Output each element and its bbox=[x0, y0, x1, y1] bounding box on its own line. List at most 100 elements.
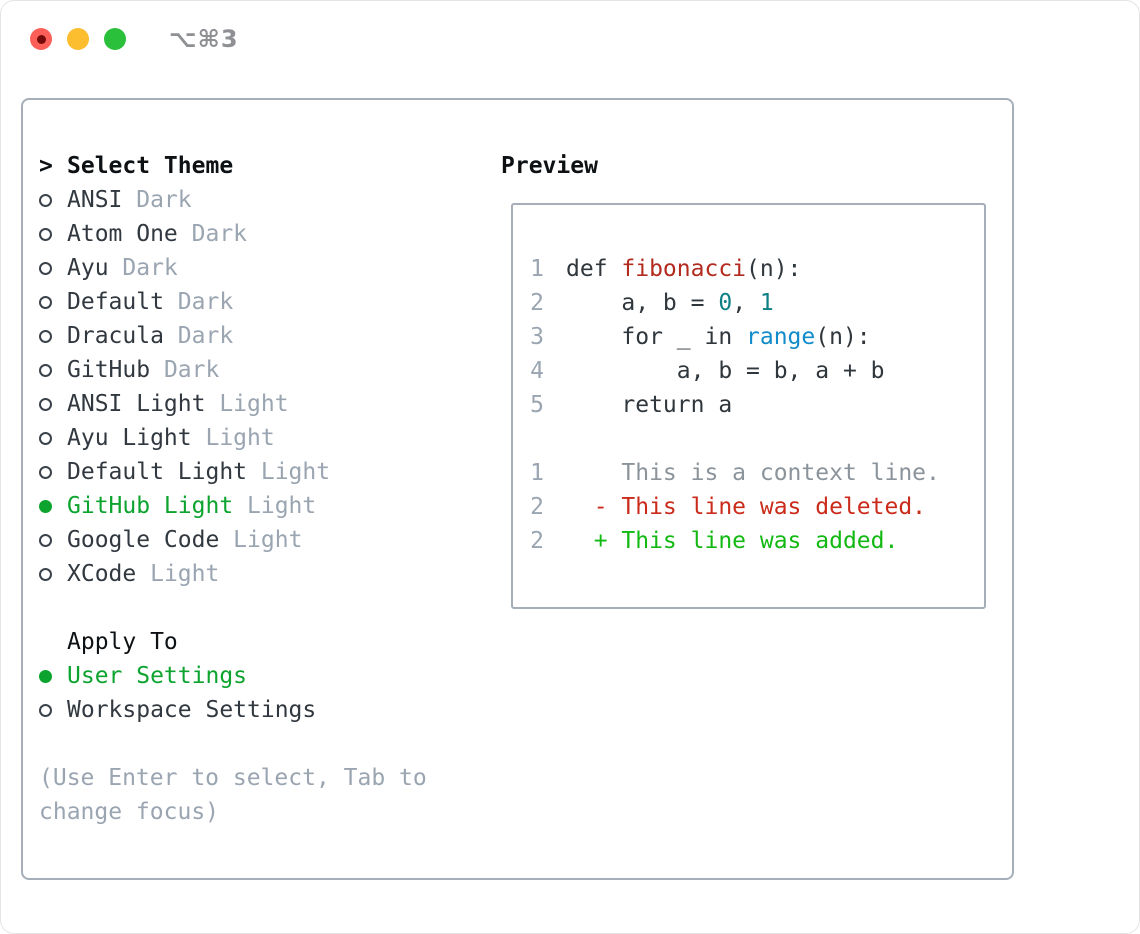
theme-variant: Light bbox=[205, 391, 289, 417]
theme-name: Atom One Dark bbox=[67, 221, 248, 247]
diff-text: + This line was added. bbox=[566, 528, 899, 554]
theme-variant: Dark bbox=[177, 221, 248, 247]
code-line: 3 for _ in range(n): bbox=[513, 320, 984, 354]
preview-title: Preview bbox=[501, 153, 598, 179]
radio-unselected-icon bbox=[39, 567, 52, 581]
theme-option[interactable]: ANSI Light Light bbox=[39, 387, 473, 421]
theme-option[interactable]: XCode Light bbox=[39, 557, 473, 591]
apply-option[interactable]: Workspace Settings bbox=[39, 693, 473, 727]
theme-option[interactable]: GitHub Dark bbox=[39, 353, 473, 387]
line-number: 1 bbox=[530, 256, 544, 282]
code-text: a, b = 0, 1 bbox=[566, 286, 773, 320]
theme-variant: Dark bbox=[163, 323, 234, 349]
theme-variant: Light bbox=[247, 459, 331, 485]
theme-option[interactable]: GitHub Light Light bbox=[39, 489, 473, 523]
code-text: def fibonacci(n): bbox=[566, 252, 801, 286]
code-line: 4 a, b = b, a + b bbox=[513, 354, 984, 388]
titlebar: ⌥⌘3 bbox=[1, 1, 1139, 76]
close-button[interactable] bbox=[30, 28, 52, 50]
radio-unselected-icon bbox=[39, 397, 52, 411]
maximize-button[interactable] bbox=[104, 28, 126, 50]
radio-selected-icon bbox=[39, 499, 52, 513]
radio-cell bbox=[39, 329, 67, 343]
code-token: def bbox=[566, 256, 622, 282]
apply-option[interactable]: User Settings bbox=[39, 659, 473, 693]
theme-name: GitHub Light Light bbox=[67, 493, 317, 519]
help-text: (Use Enter to select, Tab to change focu… bbox=[39, 765, 441, 825]
radio-cell bbox=[39, 669, 67, 683]
code-token: a, b = bbox=[566, 290, 719, 316]
theme-name: Google Code Light bbox=[67, 527, 303, 553]
code-line: 2 a, b = 0, 1 bbox=[513, 286, 984, 320]
radio-cell bbox=[39, 465, 67, 479]
code-token: , bbox=[732, 290, 760, 316]
theme-option[interactable]: Ayu Light Light bbox=[39, 421, 473, 455]
select-theme-title: Select Theme bbox=[67, 153, 234, 179]
radio-cell bbox=[39, 431, 67, 445]
prompt-caret: > bbox=[39, 153, 53, 179]
radio-cell bbox=[39, 703, 67, 717]
line-number: 2 bbox=[530, 494, 544, 520]
radio-unselected-icon bbox=[39, 227, 52, 241]
theme-option[interactable]: Default Light Light bbox=[39, 455, 473, 489]
minimize-button[interactable] bbox=[67, 28, 89, 50]
radio-unselected-icon bbox=[39, 465, 52, 479]
theme-variant: Dark bbox=[163, 289, 234, 315]
code-token: a, b = b, a + b bbox=[566, 358, 885, 384]
theme-name: XCode Light bbox=[67, 561, 220, 587]
radio-unselected-icon bbox=[39, 295, 52, 309]
theme-variant: Light bbox=[233, 493, 317, 519]
radio-cell bbox=[39, 295, 67, 309]
gap bbox=[39, 727, 473, 761]
theme-option[interactable]: Ayu Dark bbox=[39, 251, 473, 285]
theme-variant: Dark bbox=[150, 357, 220, 383]
code-text: a, b = b, a + b bbox=[566, 354, 885, 388]
theme-option[interactable]: Google Code Light bbox=[39, 523, 473, 557]
diff-line-context: 1 This is a context line. bbox=[513, 456, 984, 490]
radio-cell bbox=[39, 397, 67, 411]
radio-cell bbox=[39, 533, 67, 547]
theme-variant: Light bbox=[219, 527, 303, 553]
theme-option[interactable]: Dracula Dark bbox=[39, 319, 473, 353]
gap bbox=[39, 591, 473, 625]
theme-option[interactable]: Default Dark bbox=[39, 285, 473, 319]
code-token: range bbox=[746, 324, 816, 350]
theme-option[interactable]: ANSI Dark bbox=[39, 183, 473, 217]
code-line: 5 return a bbox=[513, 388, 984, 422]
code-token: 0 bbox=[718, 290, 733, 316]
radio-unselected-icon bbox=[39, 261, 52, 275]
radio-unselected-icon bbox=[39, 193, 52, 207]
radio-cell bbox=[39, 499, 67, 513]
diff-text: - This line was deleted. bbox=[566, 494, 927, 520]
diff-text: This is a context line. bbox=[566, 460, 940, 486]
radio-unselected-icon bbox=[39, 533, 52, 547]
blank-line bbox=[513, 422, 984, 456]
theme-name: GitHub Dark bbox=[67, 357, 220, 383]
theme-name: Default Light Light bbox=[67, 459, 331, 485]
code-token: return a bbox=[566, 392, 733, 418]
code-text: for _ in range(n): bbox=[566, 320, 870, 354]
code-line: 1 def fibonacci(n): bbox=[513, 252, 984, 286]
radio-unselected-icon bbox=[39, 703, 52, 717]
radio-cell bbox=[39, 227, 67, 241]
theme-option[interactable]: Atom One Dark bbox=[39, 217, 473, 251]
theme-variant: Dark bbox=[108, 255, 178, 281]
radio-selected-icon bbox=[39, 669, 52, 683]
code-token: for _ in bbox=[566, 324, 747, 350]
theme-name: ANSI Dark bbox=[67, 187, 192, 213]
radio-unselected-icon bbox=[39, 431, 52, 445]
radio-cell bbox=[39, 193, 67, 207]
theme-name: Dracula Dark bbox=[67, 323, 234, 349]
diff-line-added: 2 + This line was added. bbox=[513, 524, 984, 558]
theme-name: Ayu Light Light bbox=[67, 425, 275, 451]
radio-cell bbox=[39, 261, 67, 275]
traffic-lights bbox=[30, 28, 126, 50]
window-title: ⌥⌘3 bbox=[169, 25, 239, 53]
theme-name: Ayu Dark bbox=[67, 255, 178, 281]
